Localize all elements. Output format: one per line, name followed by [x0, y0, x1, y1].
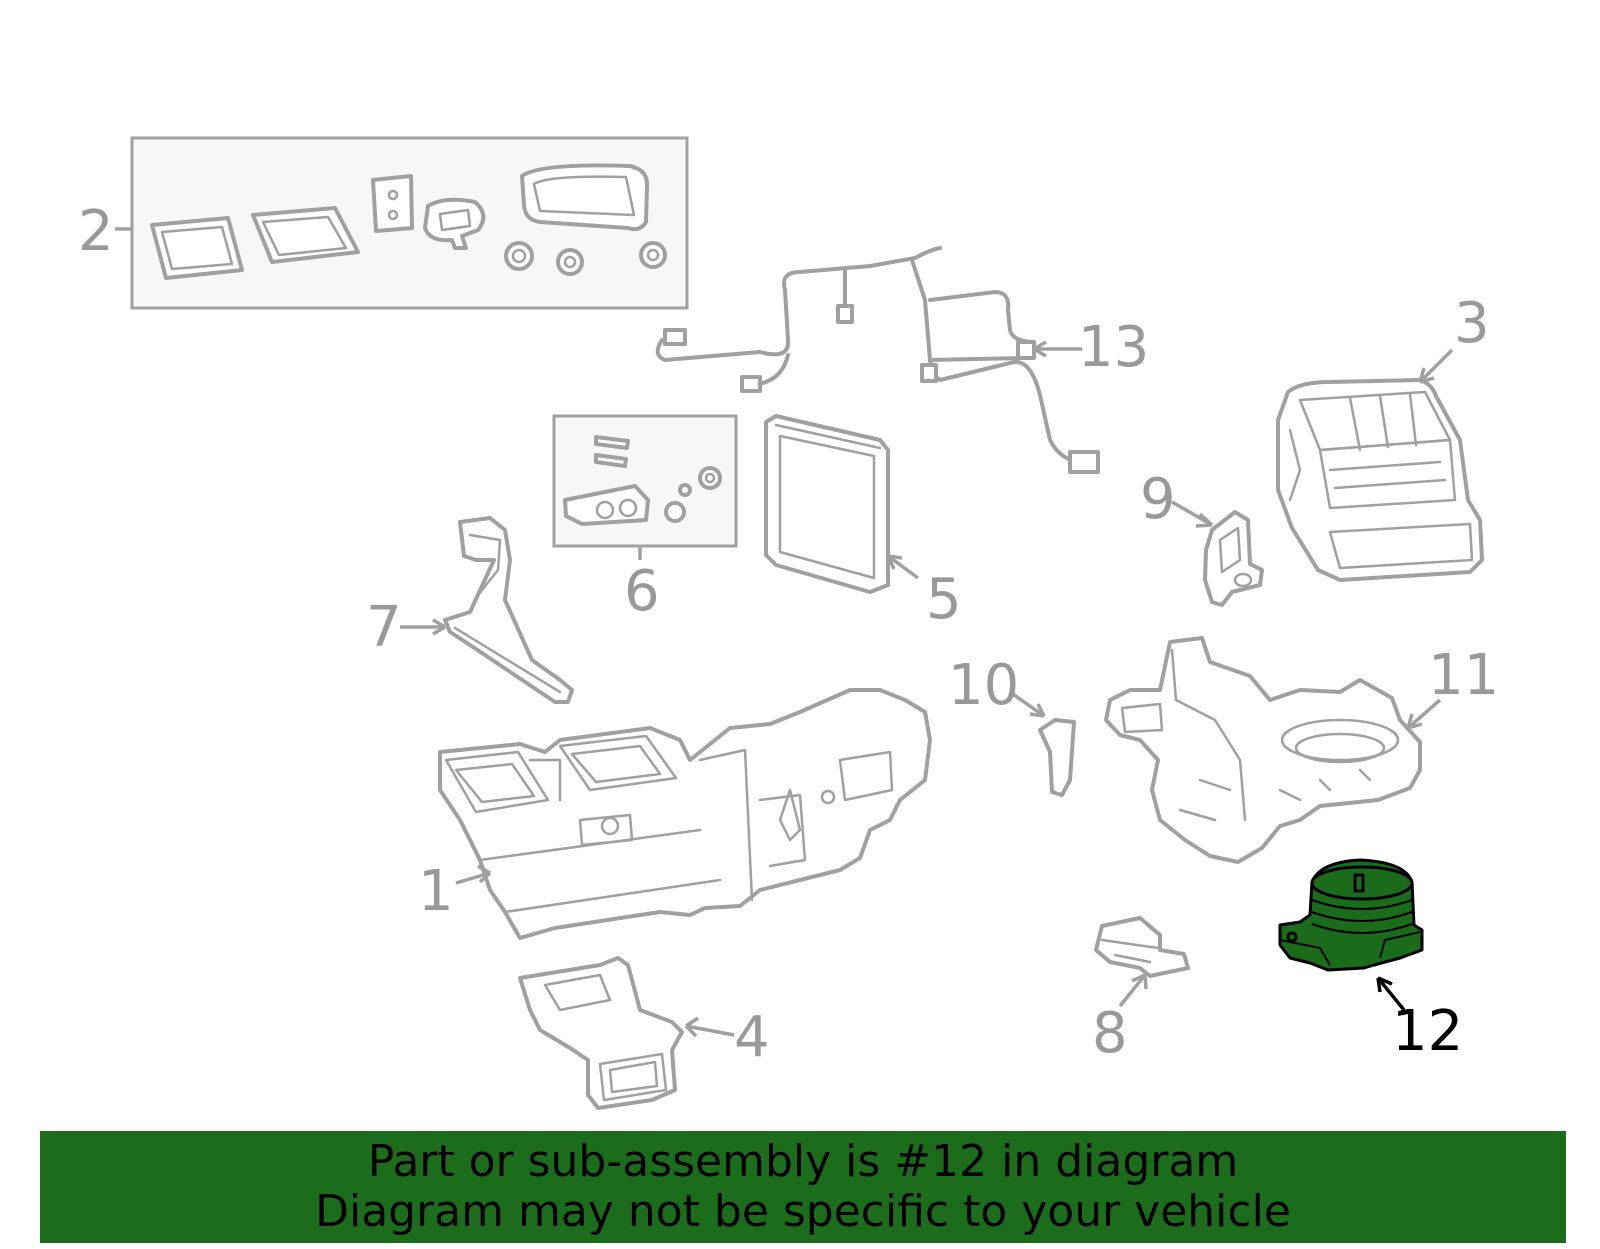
- part-3-case[interactable]: [1276, 348, 1484, 582]
- part-8-resistor[interactable]: [1094, 916, 1190, 1008]
- callout-4: 4: [734, 1005, 770, 1070]
- callout-9: 9: [1140, 467, 1176, 532]
- part-7-duct[interactable]: [400, 516, 574, 704]
- part-6-kit[interactable]: [552, 414, 738, 560]
- callout-3: 3: [1454, 291, 1490, 356]
- callout-1: 1: [418, 859, 454, 924]
- banner-line-2: Diagram may not be specific to your vehi…: [315, 1186, 1291, 1237]
- part-10-seal[interactable]: [1008, 690, 1076, 797]
- part-4-floor-duct[interactable]: [518, 956, 735, 1110]
- info-banner: Part or sub-assembly is #12 in diagram D…: [40, 1131, 1566, 1243]
- callout-12: 12: [1392, 999, 1463, 1064]
- part-5-evaporator-core[interactable]: [764, 414, 920, 594]
- callout-7: 7: [366, 595, 402, 660]
- callout-10: 10: [948, 653, 1019, 718]
- part-9-bracket[interactable]: [1171, 500, 1264, 607]
- callout-2: 2: [78, 199, 114, 264]
- callout-11: 11: [1428, 643, 1499, 708]
- part-1-hvac-case[interactable]: [438, 688, 932, 940]
- callout-13: 13: [1078, 315, 1149, 380]
- part-2-kit[interactable]: [115, 136, 689, 310]
- callout-5: 5: [926, 567, 962, 632]
- part-13-wiring-harness[interactable]: [655, 246, 1100, 474]
- banner-line-1: Part or sub-assembly is #12 in diagram: [367, 1136, 1239, 1187]
- callout-6: 6: [624, 559, 660, 624]
- part-11-blower-housing[interactable]: [1104, 636, 1442, 864]
- part-12-blower-motor[interactable]: [1278, 858, 1424, 1012]
- callout-8: 8: [1092, 1001, 1128, 1066]
